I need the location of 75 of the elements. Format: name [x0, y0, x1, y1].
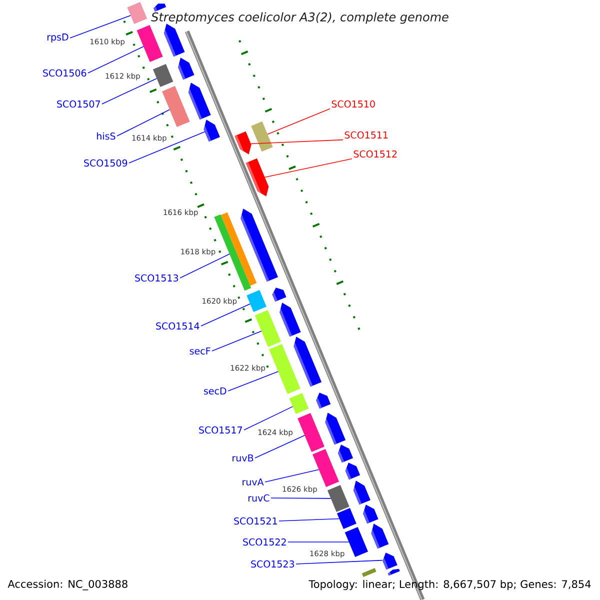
leader-line [254, 435, 306, 458]
gene-block [246, 290, 266, 312]
gene-block [362, 568, 376, 578]
gene-block [289, 392, 309, 414]
leader-line [116, 109, 170, 136]
leader-line [278, 518, 340, 522]
gene-label: SCO1511 [344, 131, 388, 139]
gene-label: ruvC [248, 494, 270, 502]
gene-label: SCO1512 [354, 150, 397, 158]
gene-glyph [345, 462, 360, 480]
gene-block [136, 24, 163, 62]
gene-block [298, 412, 324, 452]
gene-label: SCO1509 [84, 159, 128, 167]
gene-glyph [371, 524, 389, 549]
leader-line [102, 78, 158, 104]
gene-label: SCO1521 [234, 517, 277, 525]
leader-line [244, 406, 294, 430]
leader-line [212, 330, 262, 352]
leader-line [270, 498, 332, 499]
gene-label: SCO1507 [57, 100, 100, 108]
leader-line [267, 108, 330, 135]
gene-block [312, 448, 339, 488]
gene-glyph [178, 58, 194, 80]
genome-info-text: Topology: linear; Length: 8,667,507 bp; Genes: 7,854 [308, 580, 591, 590]
gene-glyph [272, 288, 286, 302]
gene-label: ruvB [232, 454, 254, 462]
gene-label: SCO1523 [251, 560, 294, 568]
gene-label: SCO1513 [135, 274, 178, 282]
leader-line [250, 139, 344, 144]
gene-label: SCO1514 [156, 322, 200, 330]
gene-label: secD [204, 387, 226, 395]
gene-block [127, 2, 148, 24]
gene-block [214, 214, 252, 291]
gene-block [254, 310, 281, 348]
gene-block [162, 86, 190, 128]
gene-glyph [234, 131, 252, 154]
gene-label: SCO1517 [199, 426, 242, 434]
gene-label: rpsD [47, 34, 68, 42]
leader-line [228, 371, 279, 392]
gene-label: SCO1522 [243, 538, 286, 546]
leader-line [264, 469, 320, 482]
gene-glyph [388, 568, 400, 576]
leader-line [88, 46, 144, 74]
gene-block [336, 508, 356, 530]
gene-glyph [204, 120, 220, 142]
gene-block [152, 64, 174, 88]
gene-glyph [154, 4, 166, 12]
gene-glyph [294, 336, 322, 387]
gene-glyph [338, 444, 354, 463]
leader-line [70, 15, 131, 38]
leader-line [128, 131, 206, 164]
gene-block [344, 526, 368, 558]
gene-block [220, 212, 257, 286]
gene-glyph [363, 504, 378, 524]
gene-block [269, 344, 300, 394]
gene-glyph [316, 392, 331, 409]
leader-line [180, 254, 230, 278]
leader-line [296, 560, 383, 564]
gene-glyph [164, 24, 185, 57]
gene-label: secF [190, 347, 210, 355]
gene-block [251, 121, 273, 152]
gene-label: SCO1506 [43, 69, 86, 77]
leader-line [264, 158, 352, 178]
accession-text: Accession: NC_003888 [8, 580, 128, 590]
title: Streptomyces coelicolor A3(2), complete genome [151, 12, 448, 24]
gene-label: ruvA [242, 478, 264, 486]
gene-label: SCO1510 [332, 100, 375, 108]
leader-line [200, 303, 251, 326]
gene-glyph [325, 412, 346, 445]
gene-glyph [188, 82, 211, 120]
gene-label: hisS [97, 132, 116, 140]
gene-block [327, 484, 350, 512]
gene-glyph [353, 480, 370, 505]
gene-glyph [246, 158, 269, 196]
gene-glyph [280, 302, 301, 337]
